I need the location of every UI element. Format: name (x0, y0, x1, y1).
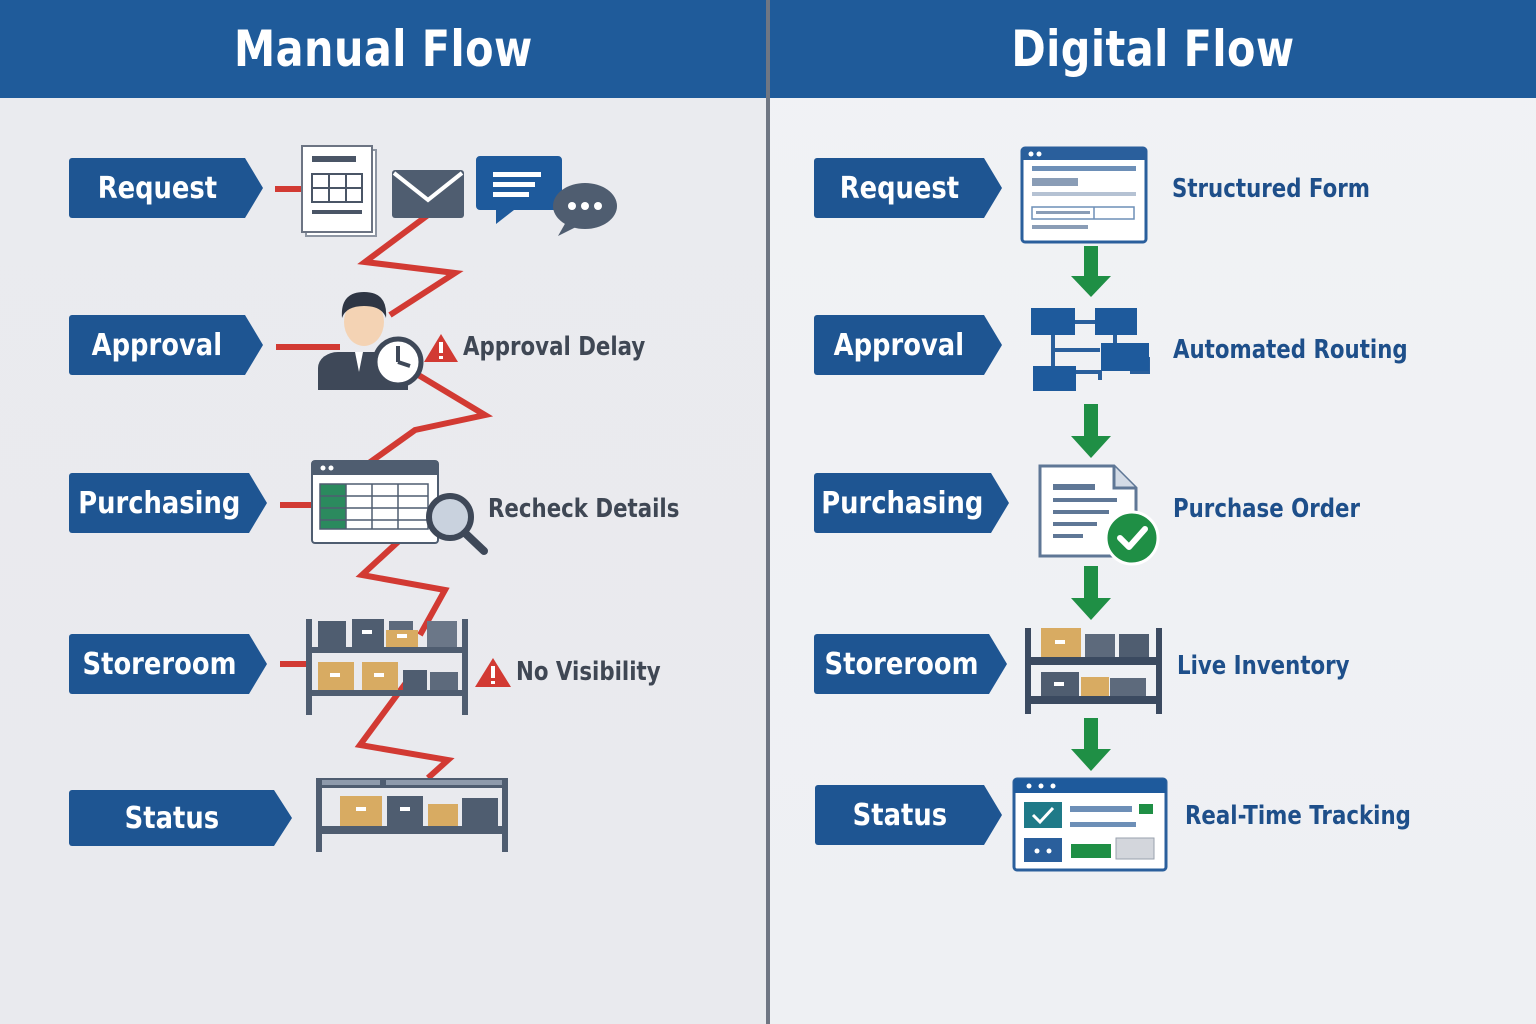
routing-icon (1031, 308, 1150, 391)
approval-delay-note: Approval Delay (463, 332, 646, 362)
digital-step-label: Approval (833, 327, 965, 363)
manual-step-approval: Approval (69, 315, 263, 375)
real-time-tracking-note: Real-Time Tracking (1185, 801, 1411, 831)
shelf-icon (316, 778, 508, 852)
manual-step-purchasing: Purchasing (69, 473, 267, 533)
warning-icon (424, 334, 458, 362)
manual-step-label: Storeroom (82, 646, 236, 682)
warning-icon (475, 658, 511, 687)
envelope-icon (392, 170, 464, 218)
arrow-down-icon (1071, 718, 1111, 771)
digital-step-label: Storeroom (824, 646, 979, 682)
form-window-icon (1020, 146, 1148, 244)
flow-arrows (1071, 246, 1111, 771)
chat-icon (476, 156, 617, 236)
approver-clock-icon (318, 292, 424, 390)
manual-flow-title: Manual Flow (234, 20, 533, 78)
purchase-order-note: Purchase Order (1173, 494, 1360, 524)
problem-zigzag-line (354, 212, 494, 781)
manual-step-storeroom: Storeroom (69, 634, 267, 694)
document-icon (301, 145, 377, 237)
manual-step-label: Request (97, 170, 217, 206)
panel-divider (766, 0, 770, 1024)
digital-step-status: Status (815, 785, 1002, 845)
recheck-details-note: Recheck Details (488, 494, 680, 524)
live-inventory-note: Live Inventory (1177, 651, 1350, 681)
manual-flow-header: Manual Flow (0, 0, 767, 98)
shelf-icon (306, 619, 468, 715)
arrow-down-icon (1071, 246, 1111, 297)
tag-connectors (275, 186, 340, 667)
digital-step-storeroom: Storeroom (814, 634, 1007, 694)
no-visibility-note: No Visibility (516, 657, 661, 687)
manual-step-label: Status (124, 800, 219, 836)
digital-step-label: Request (839, 170, 959, 206)
manual-step-label: Approval (91, 327, 223, 363)
digital-step-approval: Approval (814, 315, 1002, 375)
digital-step-request: Request (814, 158, 1002, 218)
digital-step-purchasing: Purchasing (814, 473, 1009, 533)
structured-form-note: Structured Form (1172, 174, 1370, 204)
digital-flow-header: Digital Flow (770, 0, 1536, 98)
digital-step-label: Status (852, 797, 947, 833)
manual-step-request: Request (69, 158, 263, 218)
digital-flow-title: Digital Flow (1011, 20, 1295, 78)
automated-routing-note: Automated Routing (1173, 335, 1408, 365)
manual-step-label: Purchasing (77, 485, 241, 521)
dashboard-icon (1012, 777, 1168, 872)
arrow-down-icon (1071, 404, 1111, 458)
purchase-order-check-icon (1038, 464, 1160, 566)
arrow-down-icon (1071, 566, 1111, 620)
shelf-icon (1025, 628, 1162, 714)
digital-step-label: Purchasing (821, 485, 984, 521)
spreadsheet-search-icon (311, 460, 488, 555)
manual-step-status: Status (69, 790, 292, 846)
